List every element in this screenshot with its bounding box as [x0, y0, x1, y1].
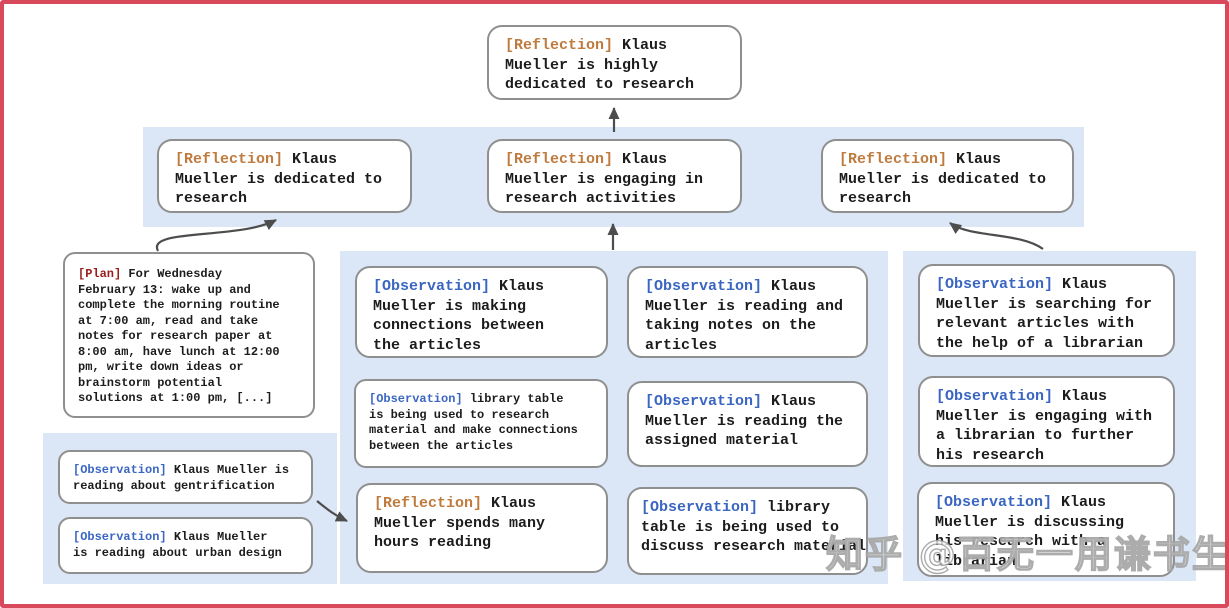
node-observation-urban-design: [Observation] Klaus Mueller is reading a…: [58, 517, 313, 574]
node-tag: [Reflection]: [374, 495, 483, 512]
node-text: Klaus Mueller is making connections betw…: [373, 278, 545, 354]
node-text: Klaus Mueller is reading about gentrific…: [73, 463, 290, 493]
node-reflection-left: [Reflection] Klaus Mueller is dedicated …: [157, 139, 412, 213]
node-tag: [Reflection]: [505, 37, 614, 54]
node-tag: [Reflection]: [839, 151, 948, 168]
node-observation-taking-notes: [Observation] Klaus Mueller is reading a…: [627, 266, 868, 358]
node-tag: [Observation]: [369, 392, 463, 406]
node-tag: [Observation]: [936, 276, 1054, 293]
node-tag: [Observation]: [936, 388, 1054, 405]
node-tag: [Observation]: [935, 494, 1053, 511]
node-text: Klaus Mueller is engaging with a librari…: [936, 388, 1153, 464]
node-reflection-right: [Reflection] Klaus Mueller is dedicated …: [821, 139, 1074, 213]
node-text: Klaus Mueller is searching for relevant …: [936, 276, 1153, 352]
node-observation-library-research: [Observation] library table is being use…: [354, 379, 608, 468]
node-tag: [Observation]: [73, 463, 167, 477]
node-text: Klaus Mueller is discussing his research…: [935, 494, 1125, 570]
node-text: Klaus Mueller is dedicated to research: [839, 151, 1047, 207]
node-plan: [Plan] For Wednesday February 13: wake u…: [63, 252, 315, 418]
node-observation-assigned-material: [Observation] Klaus Mueller is reading t…: [627, 381, 868, 467]
node-reflection-hours-reading: [Reflection] Klaus Mueller spends many h…: [356, 483, 608, 573]
node-tag: [Observation]: [73, 530, 167, 544]
node-text: Klaus Mueller is reading and taking note…: [645, 278, 844, 354]
node-observation-gentrification: [Observation] Klaus Mueller is reading a…: [58, 450, 313, 504]
node-observation-connections: [Observation] Klaus Mueller is making co…: [355, 266, 608, 358]
node-observation-searching-articles: [Observation] Klaus Mueller is searching…: [918, 264, 1175, 357]
node-tag: [Observation]: [641, 499, 759, 516]
node-reflection-middle: [Reflection] Klaus Mueller is engaging i…: [487, 139, 742, 213]
node-observation-discussing-librarian: [Observation] Klaus Mueller is discussin…: [917, 482, 1175, 577]
node-text: Klaus Mueller is reading the assigned ma…: [645, 393, 844, 449]
node-tag: [Reflection]: [505, 151, 614, 168]
node-text: Klaus Mueller is dedicated to research: [175, 151, 383, 207]
node-text: library table is being used to discuss r…: [641, 499, 867, 555]
node-reflection-root: [Reflection] Klaus Mueller is highly ded…: [487, 25, 742, 100]
node-text: For Wednesday February 13: wake up and c…: [78, 267, 280, 405]
node-tag: [Observation]: [373, 278, 491, 295]
node-text: Klaus Mueller spends many hours reading: [374, 495, 546, 551]
node-observation-engaging-librarian: [Observation] Klaus Mueller is engaging …: [918, 376, 1175, 467]
node-tag: [Plan]: [78, 267, 122, 281]
node-text: Klaus Mueller is highly dedicated to res…: [505, 37, 695, 93]
node-text: library table is being used to research …: [369, 392, 578, 453]
node-observation-library-discuss: [Observation] library table is being use…: [627, 487, 868, 575]
node-text: Klaus Mueller is reading about urban des…: [73, 530, 282, 560]
node-tag: [Observation]: [645, 393, 763, 410]
node-text: Klaus Mueller is engaging in research ac…: [505, 151, 704, 207]
node-tag: [Reflection]: [175, 151, 284, 168]
node-tag: [Observation]: [645, 278, 763, 295]
